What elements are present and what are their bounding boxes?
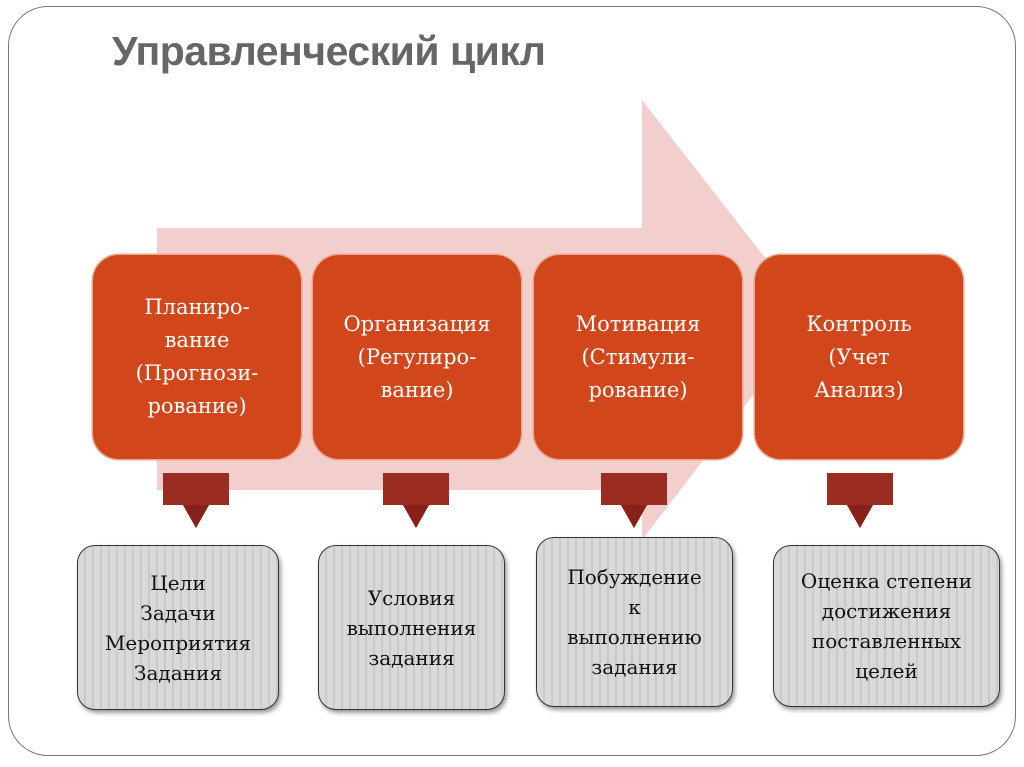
stage-organization: Организация (Регулиро- вание) [313, 255, 521, 459]
slide-title: Управленческий цикл [112, 28, 546, 74]
down-arrow-icon [601, 473, 667, 528]
stage-control: Контроль (Учет Анализ) [755, 255, 963, 459]
down-arrow-icon [383, 473, 449, 528]
detail-organization: Условия выполнения задания [318, 545, 505, 710]
down-arrow-icon [163, 473, 229, 528]
detail-planning: Цели Задачи Мероприятия Задания [77, 545, 279, 710]
slide-frame [8, 6, 1016, 756]
down-arrow-icon [827, 473, 893, 528]
stage-planning: Планиро- вание (Прогнози- рование) [93, 255, 301, 459]
detail-control: Оценка степени достижения поставленных ц… [773, 545, 1000, 707]
detail-motivation: Побуждение к выполнению задания [536, 537, 733, 707]
stage-motivation: Мотивация (Стимули- рование) [534, 255, 742, 459]
